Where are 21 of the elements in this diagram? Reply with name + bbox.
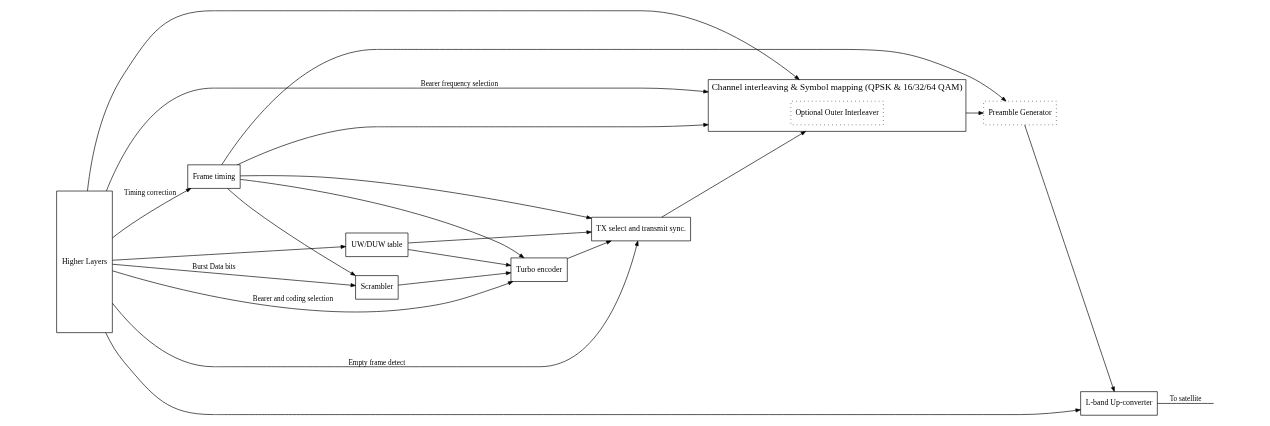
arrow (104, 332, 1081, 415)
arrow (226, 188, 356, 276)
arrow (1023, 124, 1115, 392)
arrow (111, 244, 346, 261)
arrow (111, 263, 356, 288)
arrow (660, 131, 806, 218)
arrow (566, 240, 611, 259)
arrow (239, 179, 524, 259)
arrow (111, 188, 191, 239)
arrow (397, 271, 511, 286)
arrow (105, 87, 709, 192)
arrow (407, 249, 511, 267)
arrow (86, 10, 800, 192)
arrow (407, 230, 592, 244)
arrow (111, 270, 513, 313)
arrow (111, 240, 639, 368)
arrow (965, 111, 984, 115)
arrow (236, 123, 709, 166)
arrow (239, 175, 592, 220)
connector (1156, 403, 1214, 404)
arrow (221, 49, 1006, 165)
